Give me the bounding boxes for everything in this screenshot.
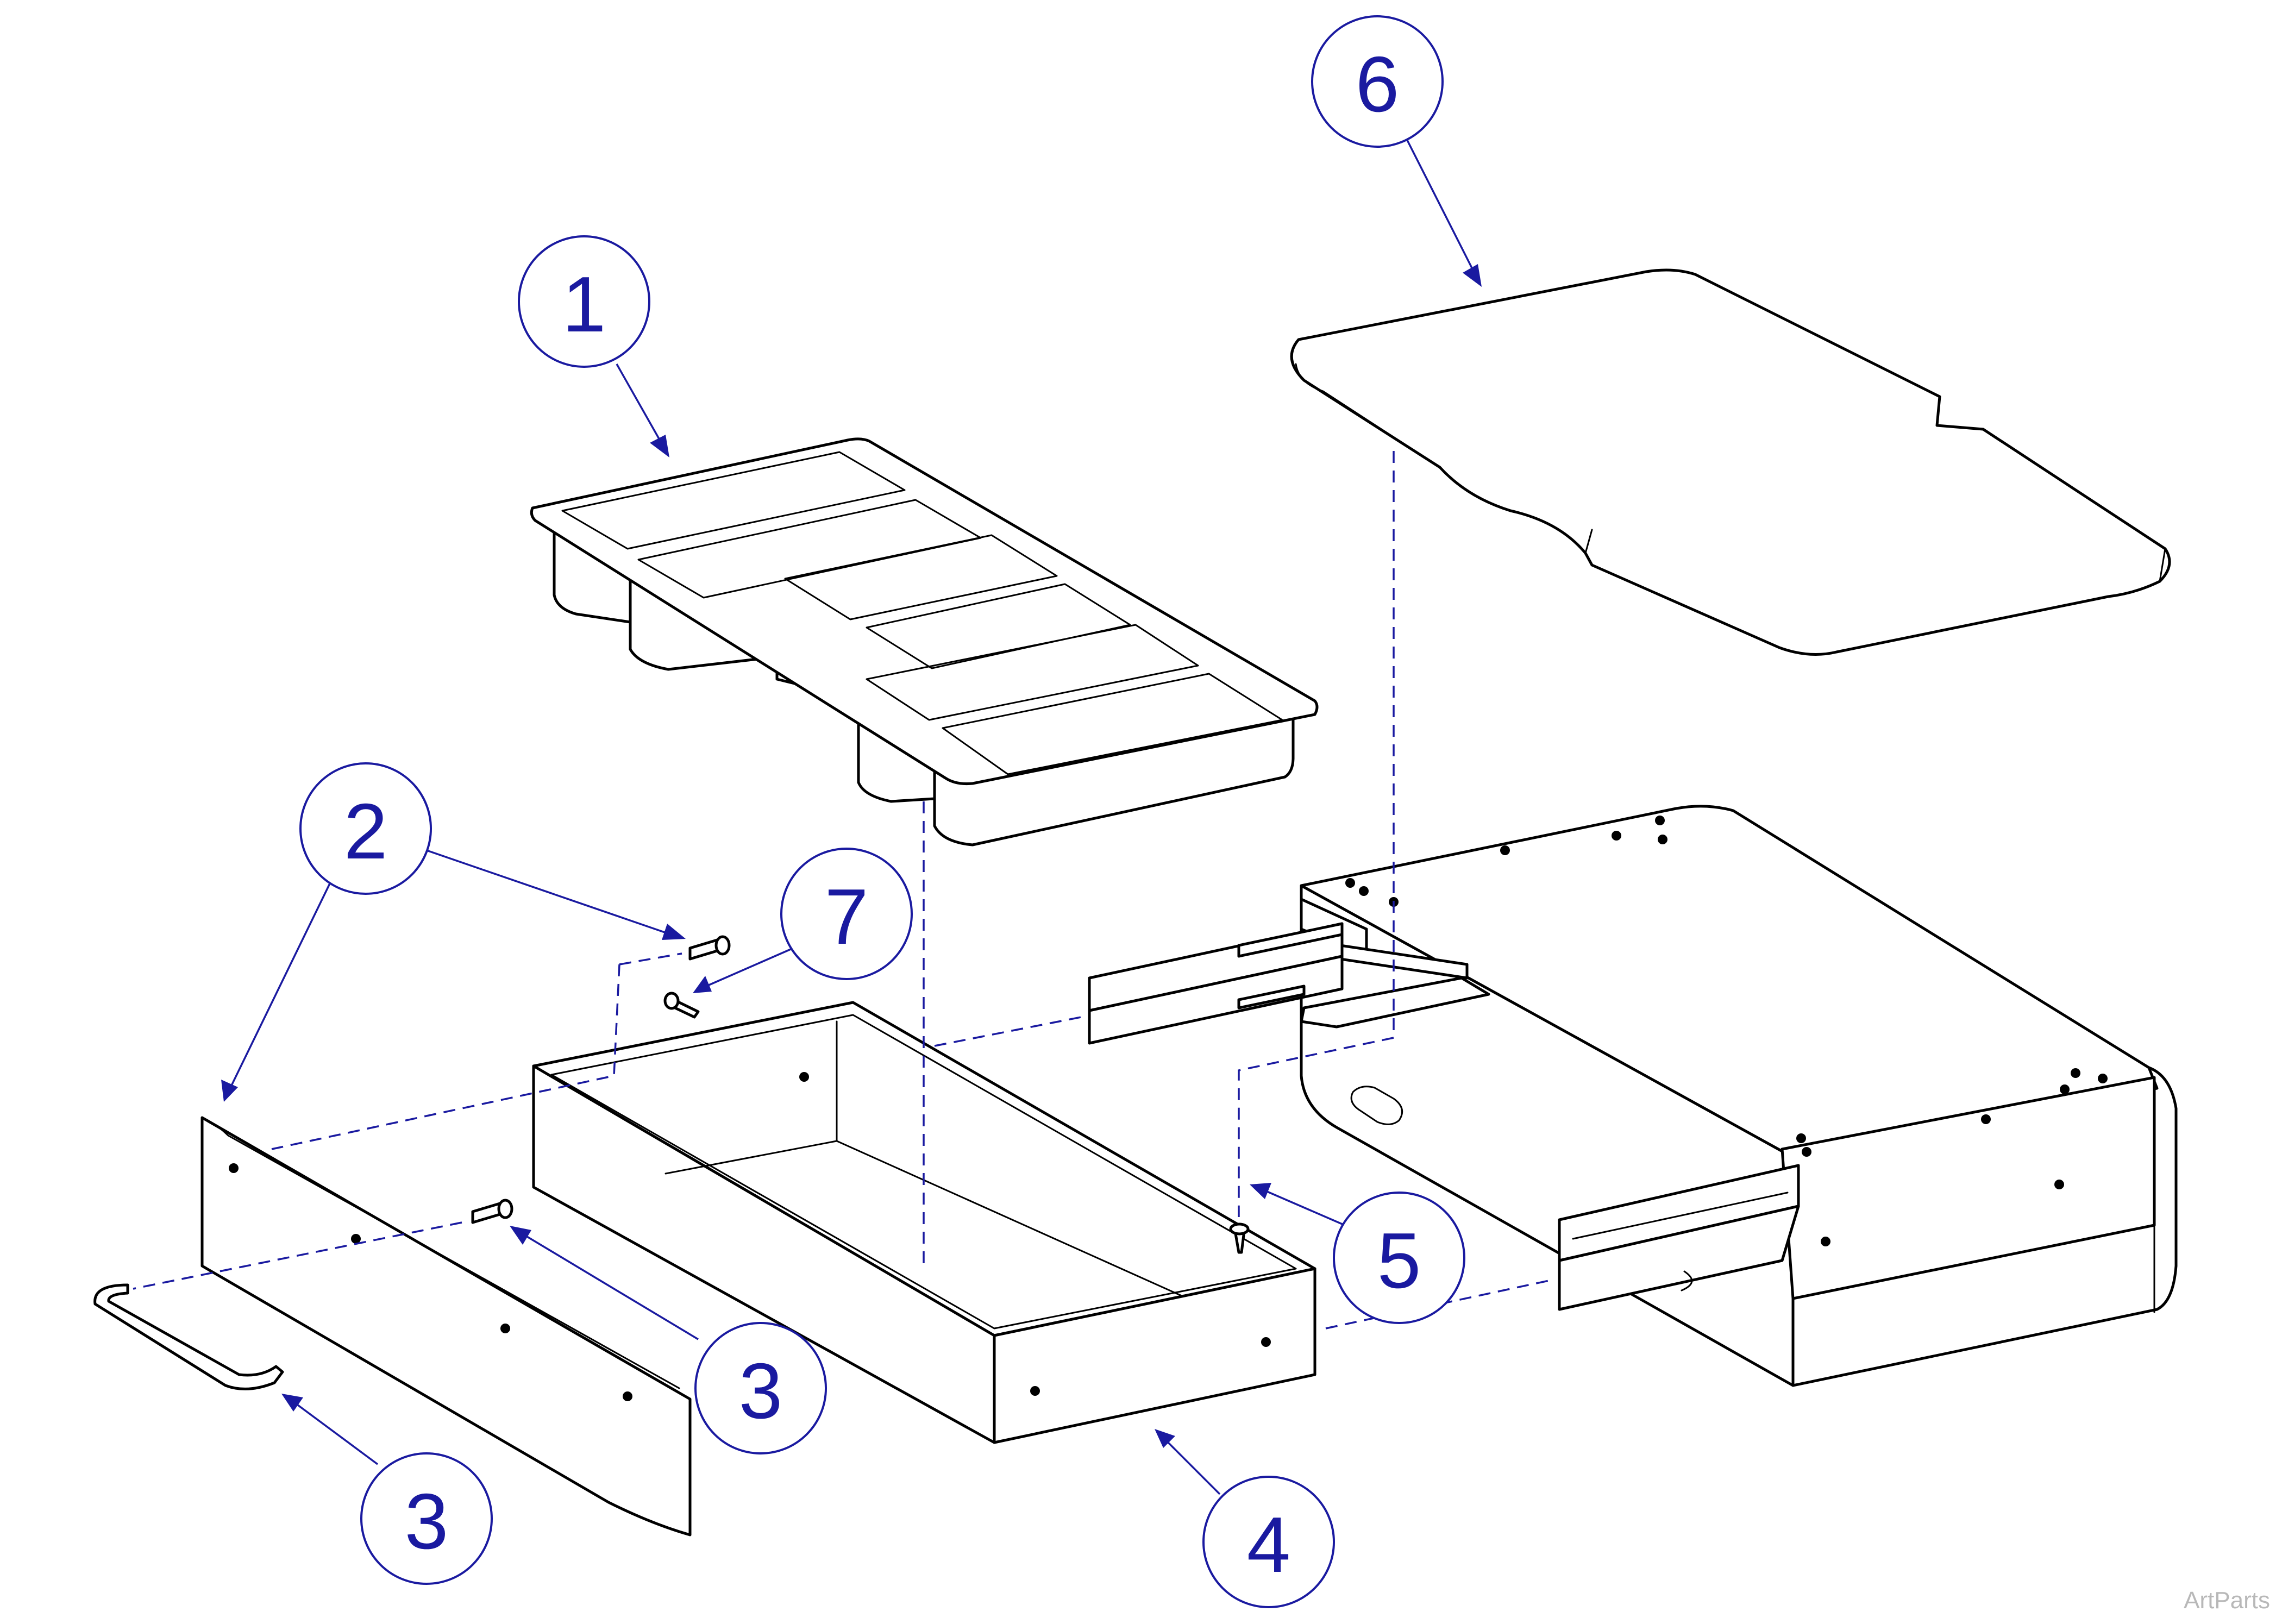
- callout-4-label: 4: [1247, 1501, 1291, 1589]
- callout-2-label: 2: [344, 787, 388, 875]
- callout-3-front-screw: 3: [694, 1322, 827, 1454]
- part-drawer-box: [532, 1001, 1316, 1444]
- callout-7: 7: [780, 848, 913, 980]
- callout-1-label: 1: [562, 260, 606, 348]
- callout-3a-label: 3: [739, 1347, 783, 1435]
- callout-5: 5: [1333, 1192, 1465, 1324]
- part-drawer-front-panel: [200, 1116, 692, 1537]
- part-tray-insert: [530, 437, 1319, 847]
- callout-3-handle: 3: [360, 1452, 493, 1585]
- callout-5-label: 5: [1377, 1217, 1421, 1305]
- alignment-lines: [133, 451, 1554, 1330]
- part-screw-5: [1229, 1222, 1250, 1254]
- callout-6: 6: [1311, 15, 1444, 148]
- callout-7-label: 7: [825, 873, 869, 961]
- part-screw-7: [663, 992, 700, 1019]
- part-top-cushion: [1290, 268, 2171, 656]
- watermark-text: ArtParts: [2184, 1587, 2270, 1614]
- callout-1: 1: [518, 235, 650, 368]
- part-drawer-housing: [1300, 805, 2178, 1387]
- callout-2: 2: [299, 762, 432, 895]
- callout-4: 4: [1202, 1476, 1335, 1608]
- part-upper-slide-rail: [1088, 922, 1344, 1045]
- part-handle-bar: [93, 1283, 284, 1390]
- callout-6-label: 6: [1356, 40, 1400, 128]
- callout-3b-label: 3: [405, 1477, 449, 1565]
- leader-lines: [221, 140, 1482, 1495]
- part-screw-front: [471, 1199, 513, 1224]
- part-screw-upper: [688, 935, 731, 961]
